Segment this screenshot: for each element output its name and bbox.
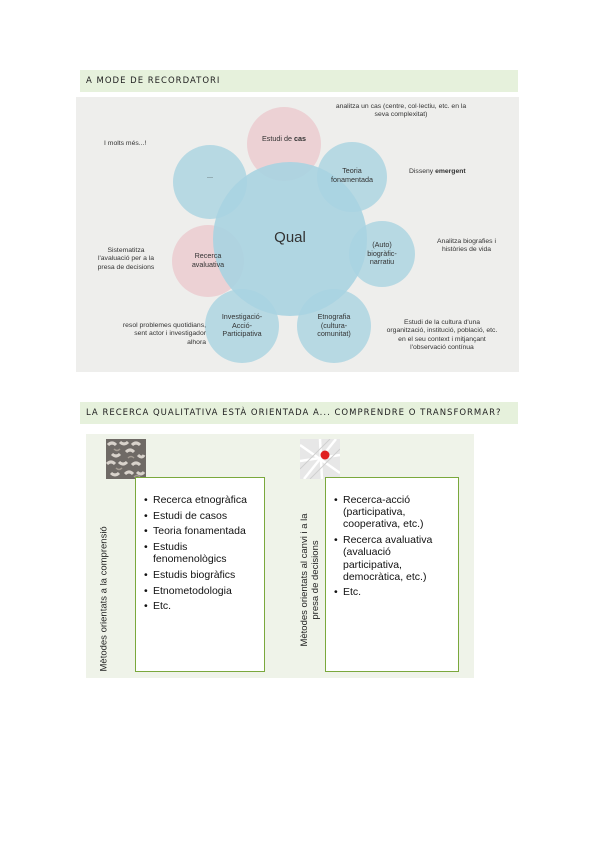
circle-center-qual bbox=[213, 162, 367, 316]
network-photo bbox=[300, 439, 340, 479]
left-vertical-label: Mètodes orientats a la comprensió bbox=[98, 526, 110, 672]
center-label: Qual bbox=[274, 229, 306, 246]
section-title-reminder: A MODE DE RECORDATORI bbox=[80, 70, 518, 92]
circle-label-participatory-action: Investigació- Acció- Participativa bbox=[221, 312, 263, 339]
circle-label-biographical: (Auto) biogràfic- narratiu bbox=[367, 240, 397, 267]
note-case-study: analitza un cas (centre, col·lectiu, etc… bbox=[335, 103, 467, 119]
note-grounded-theory: Disseny emergent bbox=[409, 168, 466, 175]
circle-label-grounded-theory: Teoria fonamentada bbox=[331, 166, 373, 184]
methods-panel: Mètodes orientats a la comprensió Recerc… bbox=[86, 434, 474, 678]
note-participatory-action: resol problemes quotidians, sent actor i… bbox=[122, 322, 206, 346]
list-item: Etc. bbox=[334, 586, 452, 598]
circle-label-ethnography: Etnografia (cultura- comunitat) bbox=[317, 312, 351, 339]
list-item: Recerca-acció (participativa, cooperativ… bbox=[334, 494, 452, 531]
list-item: Recerca avaluativa (avaluació participat… bbox=[334, 534, 452, 583]
circle-label-evaluative: Recerca avaluativa bbox=[191, 251, 225, 269]
note-ethnography: Estudi de la cultura d'una organització,… bbox=[386, 319, 498, 352]
comprehension-methods-box: Recerca etnogràfica Estudi de casos Teor… bbox=[135, 477, 265, 672]
circle-diagram bbox=[172, 107, 415, 363]
right-vertical-label: Mètodes orientats al canvi i a la presa … bbox=[299, 513, 321, 647]
pasta-photo bbox=[106, 439, 146, 479]
section-title-orientation: LA RECERCA QUALITATIVA ESTÀ ORIENTADA A.… bbox=[80, 402, 518, 424]
circle-case-study bbox=[247, 107, 321, 181]
comprehension-methods-list: Recerca etnogràfica Estudi de casos Teor… bbox=[144, 494, 258, 613]
qualitative-methods-diagram: Qual Estudi de cas Teoria fonamentada (A… bbox=[76, 97, 519, 372]
change-methods-box: Recerca-acció (participativa, cooperativ… bbox=[325, 477, 459, 672]
list-item: Teoria fonamentada bbox=[144, 525, 258, 537]
list-item: Etnometodologia bbox=[144, 585, 258, 597]
list-item: Recerca etnogràfica bbox=[144, 494, 258, 506]
note-biographical: Analitza biografies i històries de vida bbox=[437, 238, 496, 254]
note-evaluative: Sistematitza l'avaluació per a la presa … bbox=[97, 247, 155, 271]
list-item: Estudis fenomenològics bbox=[144, 541, 258, 565]
circle-label-more: ... bbox=[207, 171, 213, 180]
circle-label-case-study: Estudi de cas bbox=[262, 134, 306, 143]
change-methods-list: Recerca-acció (participativa, cooperativ… bbox=[334, 494, 452, 599]
list-item: Etc. bbox=[144, 600, 258, 612]
list-item: Estudis biogràfics bbox=[144, 569, 258, 581]
list-item: Estudi de casos bbox=[144, 510, 258, 522]
note-more: I molts més...! bbox=[104, 140, 147, 147]
